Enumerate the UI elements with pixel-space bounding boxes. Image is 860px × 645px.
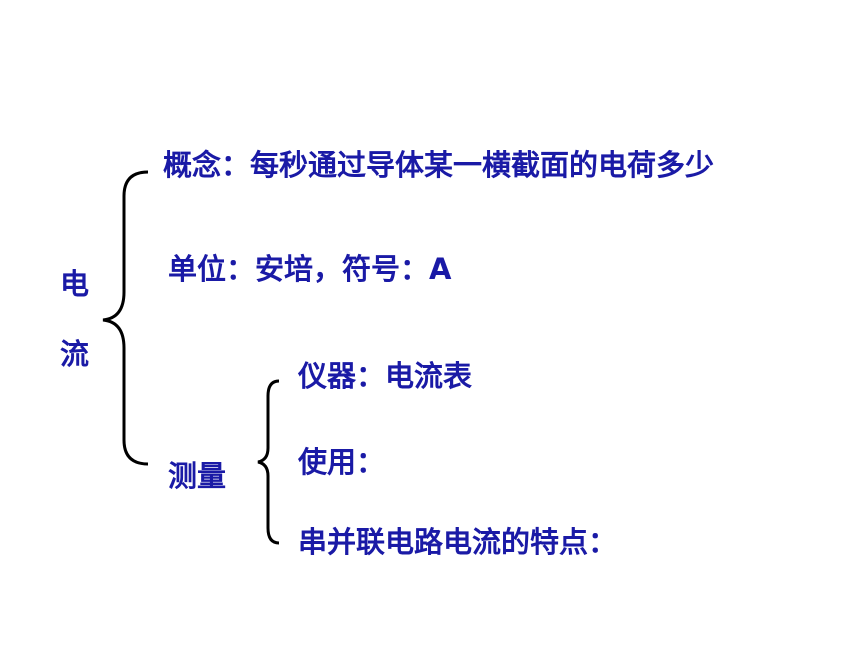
concept-text: 概念：每秒通过导体某一横截面的电荷多少 <box>163 148 715 182</box>
measure-brace <box>257 379 280 545</box>
instrument-text: 仪器：电流表 <box>298 359 473 393</box>
unit-text: 单位：安培，符号：A <box>168 252 452 286</box>
topic-char-2: 流 <box>60 337 90 371</box>
main-brace <box>102 170 149 466</box>
usage-text: 使用： <box>298 445 386 479</box>
measure-text: 测量 <box>168 459 227 493</box>
topic-char-1: 电 <box>60 267 90 301</box>
series-parallel-text: 串并联电路电流的特点： <box>298 525 618 559</box>
